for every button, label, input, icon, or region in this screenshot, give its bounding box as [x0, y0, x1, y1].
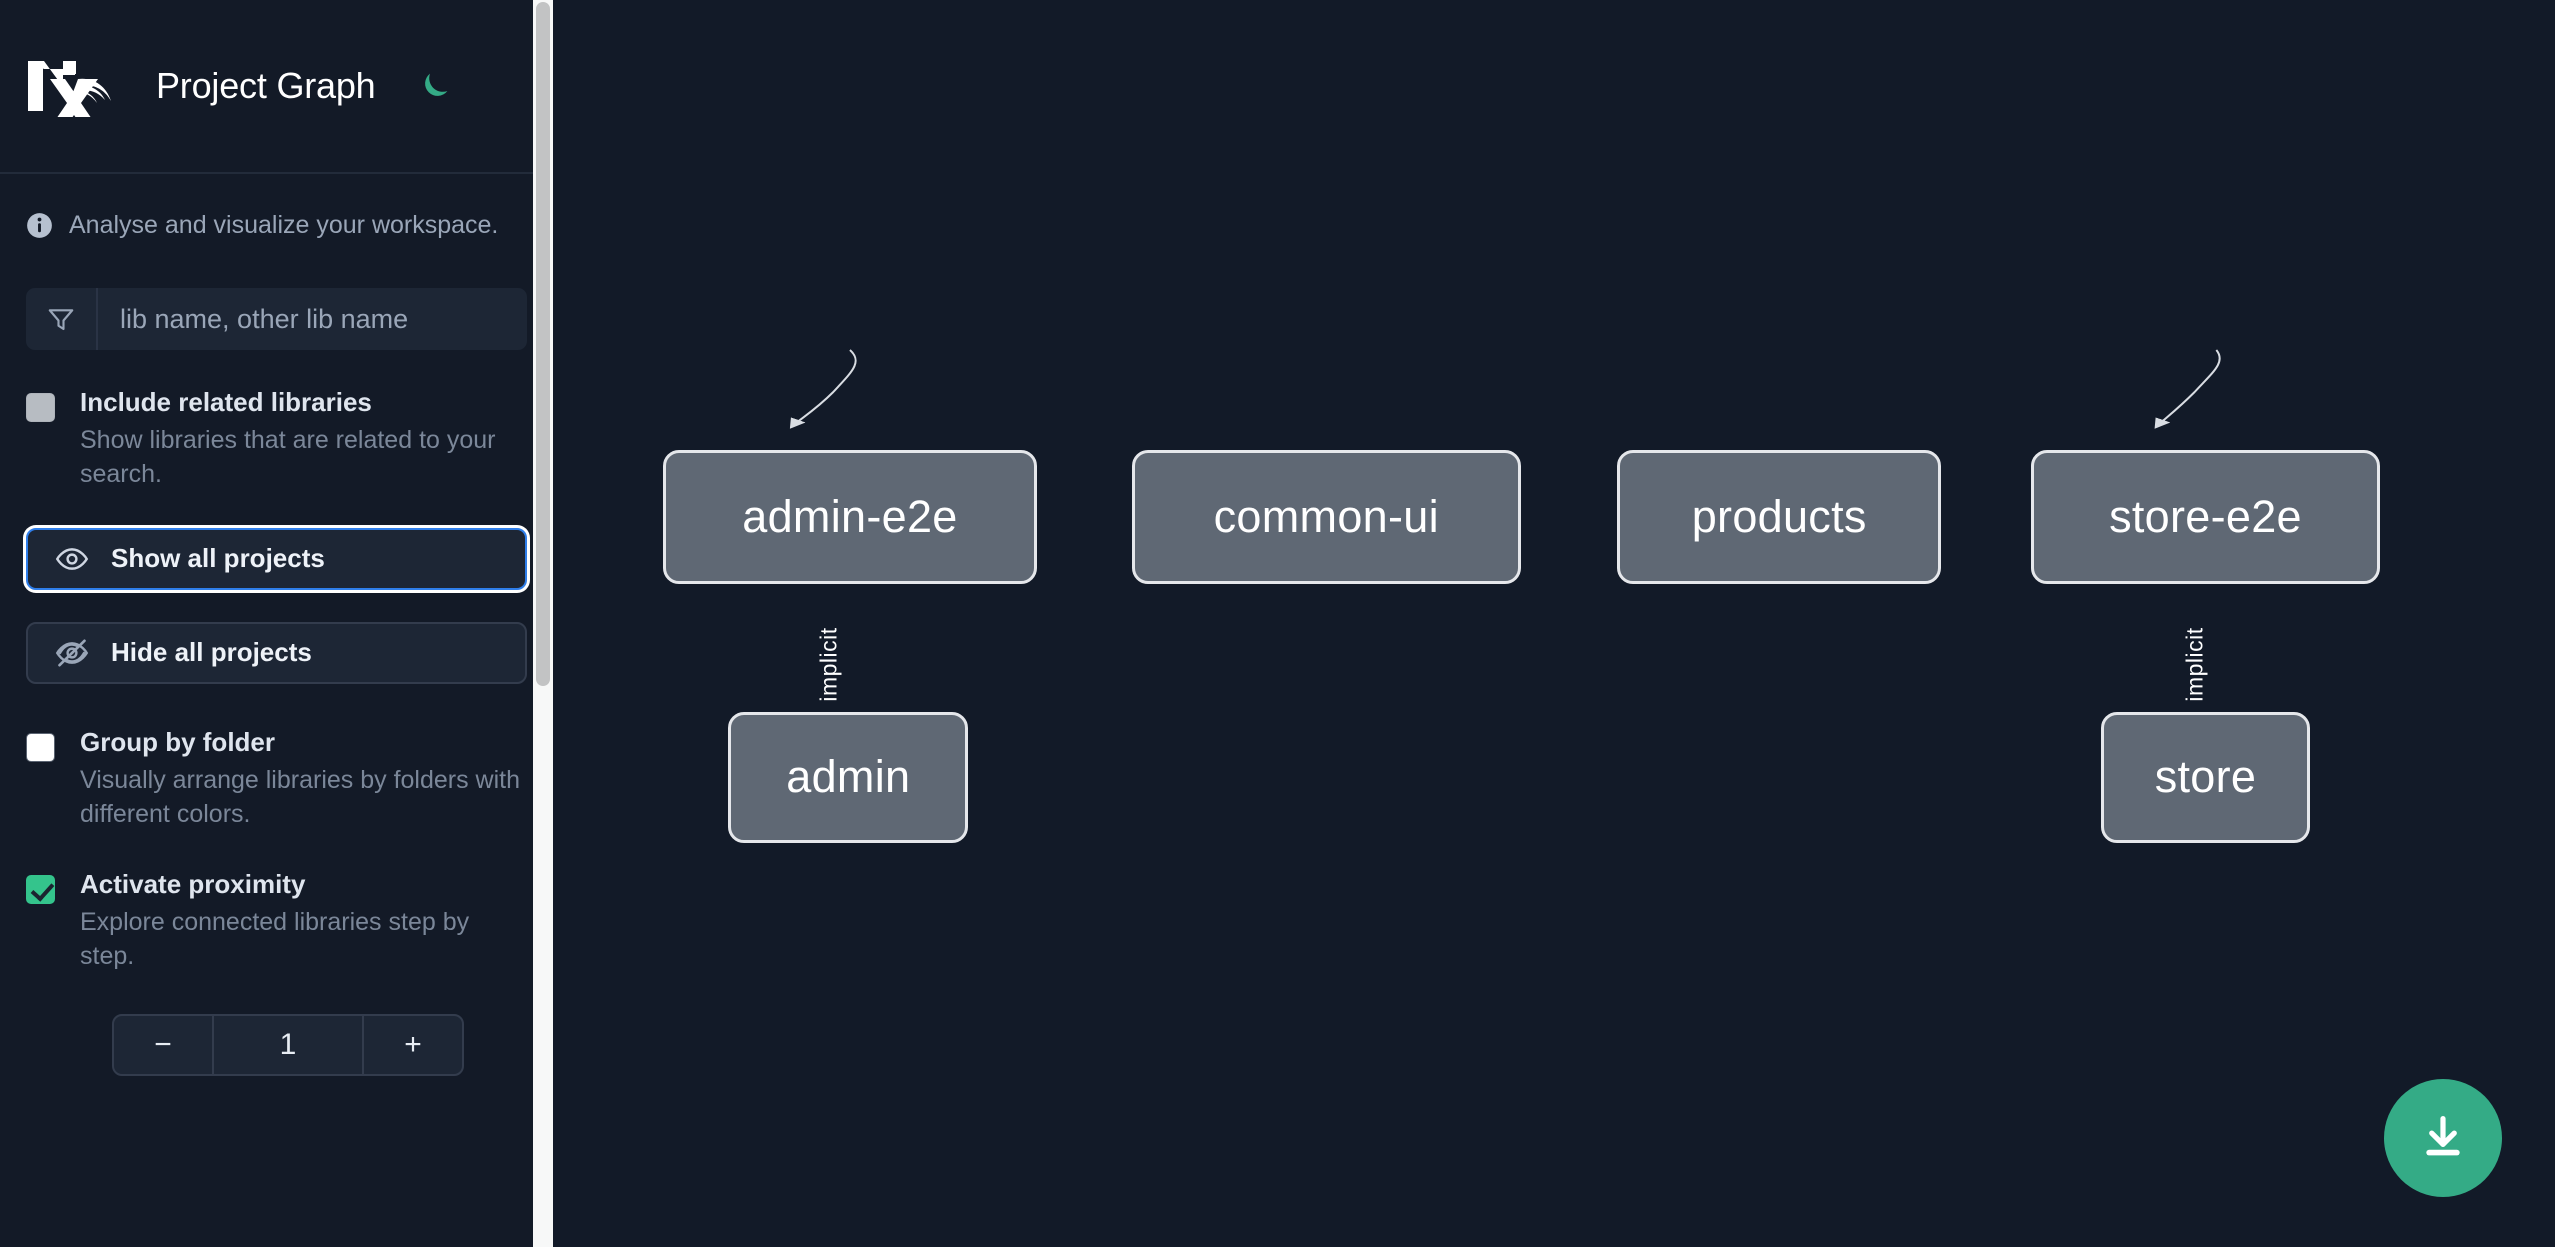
include-related-libraries-label: Include related libraries	[80, 387, 372, 417]
option-activate-proximity[interactable]: Activate proximity Explore connected lib…	[26, 868, 527, 974]
graph-node-products[interactable]: products	[1617, 450, 1942, 584]
moon-icon[interactable]	[412, 63, 458, 109]
eye-icon	[55, 542, 89, 576]
option-include-related-libraries[interactable]: Include related libraries Show libraries…	[26, 387, 527, 492]
proximity-increment-button[interactable]: +	[362, 1015, 462, 1074]
graph-node-admin[interactable]: admin	[728, 712, 969, 843]
sidebar-tagline-text: Analyse and visualize your workspace.	[69, 210, 499, 239]
download-icon	[2417, 1111, 2469, 1166]
activate-proximity-label: Activate proximity	[80, 868, 306, 899]
graph-node-admin-e2e[interactable]: admin-e2e	[663, 450, 1037, 584]
funnel-icon	[26, 288, 98, 350]
graph-edge-store-e2e-to-store	[2153, 350, 2219, 430]
proximity-decrement-button[interactable]: −	[114, 1015, 214, 1074]
page-title: Project Graph	[156, 65, 376, 106]
search-input[interactable]	[98, 288, 527, 350]
graph-node-common-ui[interactable]: common-ui	[1131, 450, 1521, 584]
graph-node-store-e2e[interactable]: store-e2e	[2031, 450, 2380, 584]
filter-search-box[interactable]	[26, 288, 527, 350]
group-by-folder-description: Visually arrange libraries by folders wi…	[80, 765, 521, 829]
sidebar-tagline: Analyse and visualize your workspace.	[26, 210, 527, 240]
hide-all-projects-button[interactable]: Hide all projects	[26, 621, 527, 684]
info-icon	[26, 212, 53, 239]
option-group-by-folder[interactable]: Group by folder Visually arrange librari…	[26, 726, 527, 832]
hide-all-projects-label: Hide all projects	[111, 637, 312, 668]
sidebar-scrollbar[interactable]	[533, 0, 553, 1247]
show-all-projects-label: Show all projects	[111, 543, 325, 574]
activate-proximity-description: Explore connected libraries step by step…	[80, 907, 470, 971]
graph-node-store[interactable]: store	[2101, 712, 2310, 843]
include-related-libraries-checkbox[interactable]	[26, 393, 55, 422]
include-related-libraries-description: Show libraries that are related to your …	[80, 425, 496, 489]
graph-edge-label-admin-e2e-to-admin: implicit	[815, 627, 842, 702]
sidebar: Project Graph Analyse and visualize your…	[0, 0, 553, 1247]
group-by-folder-label: Group by folder	[80, 726, 275, 757]
graph-canvas[interactable]: admin-e2e common-ui products store-e2e admin…	[553, 0, 2555, 1247]
eye-off-icon	[55, 636, 89, 670]
proximity-value: 1	[279, 1027, 297, 1061]
graph-edges	[789, 0, 2555, 430]
proximity-stepper: − 1 +	[112, 1013, 464, 1076]
show-all-projects-button[interactable]: Show all projects	[26, 527, 527, 590]
sidebar-header: Project Graph	[0, 0, 553, 174]
download-graph-button[interactable]	[2384, 1079, 2502, 1197]
activate-proximity-checkbox[interactable]	[26, 874, 55, 904]
sidebar-body: Analyse and visualize your workspace. In…	[0, 210, 553, 1076]
sidebar-scrollbar-thumb[interactable]	[536, 2, 550, 686]
graph-edge-admin-e2e-to-admin	[789, 350, 856, 430]
group-by-folder-checkbox[interactable]	[26, 732, 55, 762]
nx-logo-icon	[26, 55, 114, 128]
graph-edge-label-store-e2e-to-store: implicit	[2181, 627, 2208, 702]
